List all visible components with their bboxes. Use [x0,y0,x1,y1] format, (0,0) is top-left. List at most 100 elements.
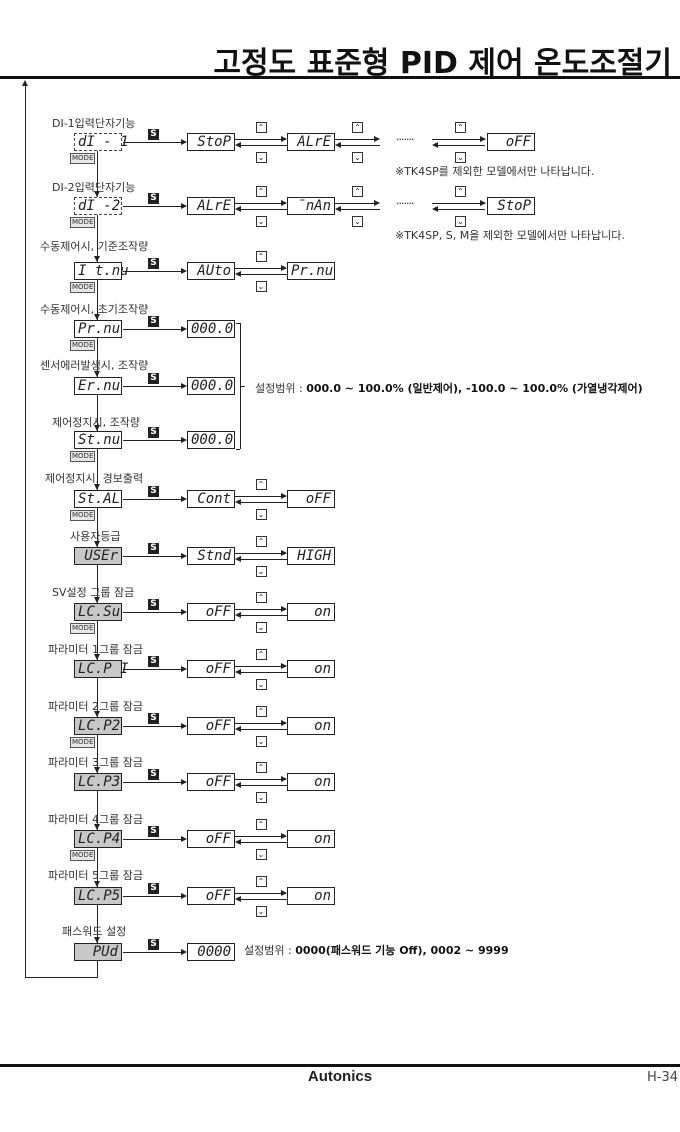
parameter-display-5[interactable]: St.nu [74,431,122,449]
value-display[interactable]: 000.0 [187,377,235,395]
password-range-text: 설정범위 : 0000(패스워드 기능 Off), 0002 ~ 9999 [244,942,509,958]
arrow-down-icon [94,541,100,547]
header-rule [0,76,680,79]
arrow-right-icon [181,609,187,615]
value-display[interactable]: on [287,887,335,905]
arrow-right-icon [480,200,486,206]
value-display[interactable]: 000.0 [187,320,235,338]
value-display[interactable]: on [287,773,335,791]
connector-line [97,621,98,660]
parameter-display-12[interactable]: LC.P4 [74,830,122,848]
connector-line [240,785,287,786]
up-key-icon: ⌃ [455,186,466,197]
value-display[interactable]: oFF [187,830,235,848]
parameter-display-4[interactable]: Er.nu [74,377,122,395]
parameter-display-9[interactable]: LC.P I [74,660,129,678]
mode-key-icon: MODE [70,623,96,634]
value-display[interactable]: oFF [487,133,535,151]
page-title: 고정도 표준형 PID 제어 온도조절기 [213,46,672,81]
mode-key-icon: MODE [70,153,96,164]
set-key-icon: S [148,713,159,724]
parameter-display-7[interactable]: USEr [74,547,122,565]
connector-line [234,268,286,269]
value-display[interactable]: 0000 [187,943,235,961]
set-key-icon: S [148,656,159,667]
connector-line [234,609,286,610]
value-display[interactable]: Stnd [187,547,235,565]
value-display[interactable]: ̄nAn [287,197,335,215]
value-display[interactable]: ALrE [287,133,335,151]
arrow-up-icon [22,80,28,86]
value-display[interactable]: on [287,660,335,678]
up-key-icon: ⌃ [255,536,267,547]
parameter-display-6[interactable]: St.AL [74,490,122,508]
connector-line [334,203,379,204]
value-display[interactable]: on [287,717,335,735]
value-display[interactable]: on [287,830,335,848]
value-display[interactable]: oFF [187,773,235,791]
value-display[interactable]: StoP [487,197,535,215]
down-key-icon: ⌄ [255,622,267,633]
arrow-down-icon [94,425,100,431]
set-arrow-line [123,142,185,143]
row-label: 수동제어시, 기준조작량 [40,240,149,253]
parameter-display-0[interactable]: dI - 1 [74,133,129,151]
value-display[interactable]: 000.0 [187,431,235,449]
loop-line [25,82,26,978]
value-display[interactable]: oFF [287,490,335,508]
value-display[interactable]: Pr.nu [287,262,335,280]
connector-line [240,559,287,560]
value-display[interactable]: ALrE [187,197,235,215]
row-label: 사용자등급 [70,530,121,543]
value-display[interactable]: AUto [187,262,235,280]
value-display[interactable]: oFF [187,717,235,735]
arrow-down-icon [94,767,100,773]
parameter-display-1[interactable]: dI -2 [74,197,122,215]
set-key-icon: S [148,129,159,140]
parameter-display-11[interactable]: LC.P3 [74,773,122,791]
value-display[interactable]: Cont [187,490,235,508]
connector-line [240,729,287,730]
value-display[interactable]: oFF [187,660,235,678]
arrow-left-icon [235,782,241,788]
value-display[interactable]: oFF [187,887,235,905]
connector-line [240,615,287,616]
value-display[interactable]: on [287,603,335,621]
connector-line [438,209,485,210]
parameter-display-10[interactable]: LC.P2 [74,717,122,735]
arrow-left-icon [235,206,241,212]
parameter-display-8[interactable]: LC.Su [74,603,122,621]
connector-line [97,338,98,377]
range-bracket [236,323,240,324]
connector-line [97,215,98,262]
connector-line [340,145,380,146]
arrow-right-icon [374,136,380,142]
arrow-down-icon [94,191,100,197]
parameter-display-2[interactable]: I t.nu [74,262,129,280]
value-display[interactable]: oFF [187,603,235,621]
arrow-down-icon [94,824,100,830]
arrow-left-icon [235,556,241,562]
connector-line [234,666,286,667]
row-label: 센서에러발생시, 조작량 [40,359,149,372]
parameter-display-14[interactable]: PUd [74,943,122,961]
row-label: 패스워드 설정 [62,925,127,938]
set-arrow-line [123,556,185,557]
arrow-left-icon [235,839,241,845]
value-display[interactable]: HIGH [287,547,335,565]
value-display[interactable]: StoP [187,133,235,151]
connector-line [97,395,98,431]
arrow-down-icon [94,256,100,262]
down-key-icon: ⌄ [255,152,267,163]
page-number: H-34 [646,1070,678,1085]
set-key-icon: S [148,373,159,384]
arrow-right-icon [181,666,187,672]
arrow-left-icon [235,669,241,675]
row-label: 파라미터 5그룹 잠금 [48,869,143,882]
up-key-icon: ⌃ [255,479,267,490]
down-key-icon: ⌄ [455,152,466,163]
parameter-display-3[interactable]: Pr.nu [74,320,122,338]
arrow-left-icon [432,142,438,148]
parameter-display-13[interactable]: LC.P5 [74,887,122,905]
arrow-left-icon [235,271,241,277]
